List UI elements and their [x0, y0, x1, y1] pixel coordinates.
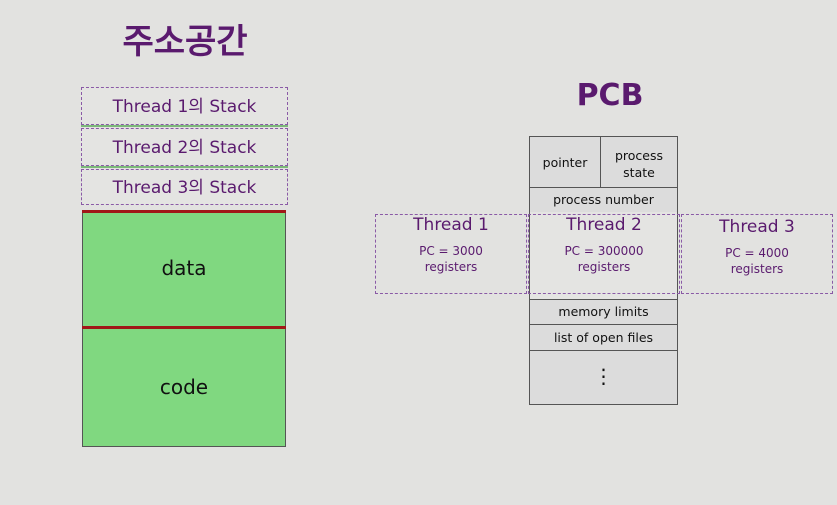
pcb-process-state-cell: process state: [600, 136, 678, 188]
thread2-name: Thread 2: [566, 215, 642, 235]
thread1-box: Thread 1 PC = 3000 registers: [375, 214, 527, 294]
thread3-name: Thread 3: [719, 217, 795, 237]
pcb-ellipsis-cell: ⋮: [529, 350, 678, 405]
pcb-memory-limits-cell: memory limits: [529, 299, 678, 325]
thread3-registers: registers: [730, 262, 784, 276]
thread2-stack: Thread 2의 Stack: [81, 128, 288, 166]
pcb-pointer-cell: pointer: [529, 136, 601, 188]
code-segment: code: [82, 328, 286, 447]
thread1-pc: PC = 3000: [419, 244, 483, 258]
pcb-title: PCB: [576, 78, 644, 113]
thread2-box: Thread 2 PC = 300000 registers: [528, 214, 680, 294]
thread1-stack: Thread 1의 Stack: [81, 87, 288, 125]
thread3-pc: PC = 4000: [725, 246, 789, 260]
address-space-title: 주소공간: [122, 22, 248, 62]
thread2-registers: registers: [577, 260, 631, 274]
stack-divider: [81, 166, 288, 168]
thread3-box: Thread 3 PC = 4000 registers: [681, 214, 833, 294]
thread3-stack: Thread 3의 Stack: [81, 169, 288, 205]
thread1-registers: registers: [424, 260, 478, 274]
thread1-name: Thread 1: [413, 215, 489, 235]
pcb-process-number-cell: process number: [529, 187, 678, 213]
data-segment: data: [82, 211, 286, 328]
data-code-divider: [82, 326, 286, 329]
pcb-thread-area: [529, 212, 678, 300]
data-top-divider: [82, 210, 286, 213]
pcb-open-files-cell: list of open files: [529, 324, 678, 351]
thread2-pc: PC = 300000: [564, 244, 644, 258]
stack-divider: [81, 125, 288, 127]
